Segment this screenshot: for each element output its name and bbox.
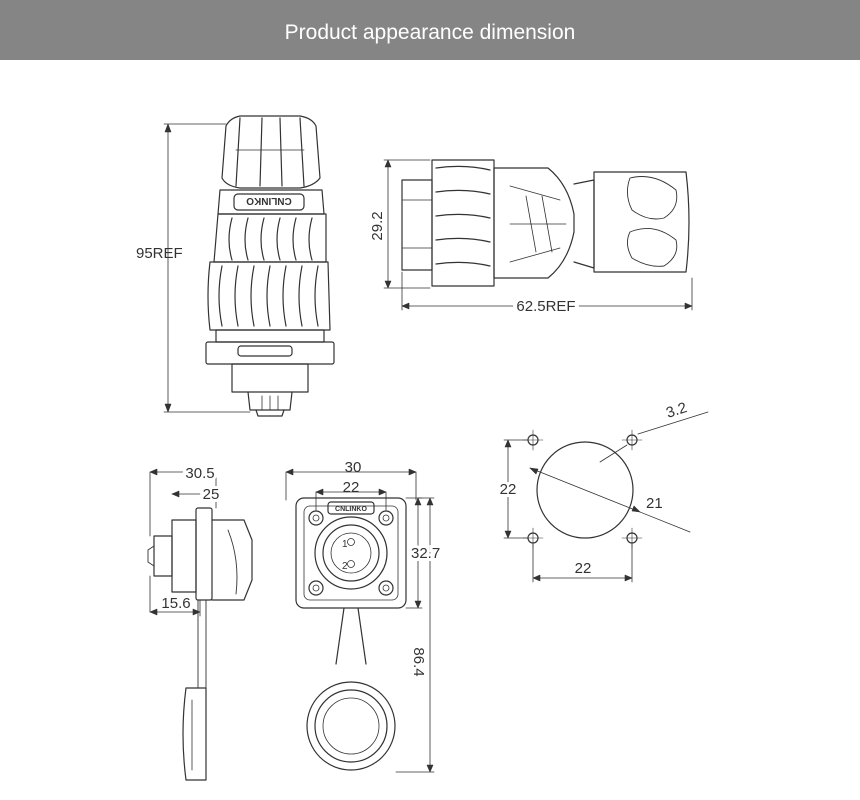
dim-flange-width: 30	[345, 459, 362, 476]
dim-flange-height: 32.7	[411, 545, 440, 562]
dim-total-depth: 30.5	[185, 465, 214, 482]
dim-overall-height: 95REF	[136, 245, 183, 262]
dim-cap-length: 86.4	[410, 647, 427, 676]
header-bar: Product appearance dimension	[0, 0, 860, 60]
dim-cutout-dia: 21	[646, 495, 663, 512]
dim-rear-depth: 15.6	[161, 595, 190, 612]
dim-mount-hole-dia: 3.2	[664, 399, 689, 422]
dim-body-diameter: 29.2	[369, 211, 386, 240]
page-title: Product appearance dimension	[284, 21, 576, 44]
panel-cutout-view	[503, 411, 709, 583]
technical-drawing: CNLINKO CNLINKO 95REF 29.2 62.5REF 30.5 …	[136, 115, 709, 781]
front-view-brand-label: CNLINKO	[335, 506, 367, 513]
dim-overall-length: 62.5REF	[516, 298, 575, 315]
receptacle-side-view	[147, 468, 253, 781]
horizontal-plug-view	[383, 159, 693, 311]
dim-mount-pitch-vertical: 22	[500, 481, 517, 498]
dim-flange-depth: 25	[203, 486, 220, 503]
side-view-plug	[163, 115, 335, 417]
side-view-brand-label: CNLINKO	[246, 195, 292, 206]
dim-hole-pitch-top: 22	[343, 479, 360, 496]
receptacle-front-view	[285, 468, 435, 773]
pin-label-2: 2	[342, 561, 348, 572]
dim-mount-pitch-horizontal: 22	[575, 560, 592, 577]
pin-label-1: 1	[342, 539, 348, 550]
